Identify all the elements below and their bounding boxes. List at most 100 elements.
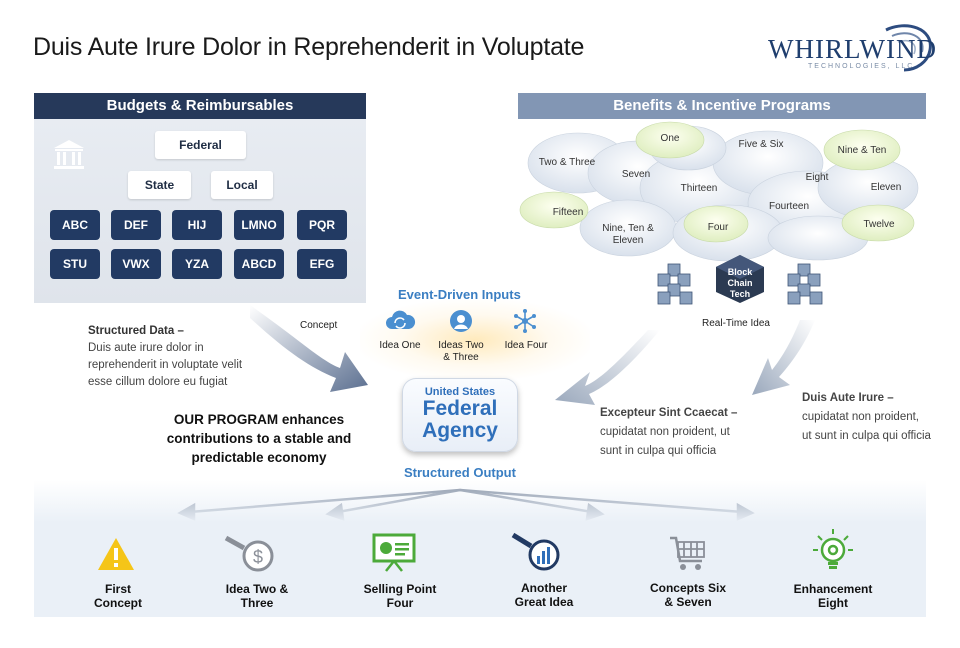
chip-efg: EFG	[297, 249, 347, 279]
idea-one-label: Idea One	[379, 340, 421, 351]
excepteur-line1: cupidatat non proident, ut	[600, 426, 730, 438]
bottom-fade	[34, 480, 926, 523]
program-line2: contributions to a stable and	[166, 431, 352, 446]
state-box: State	[128, 171, 191, 199]
structured-data-line1: Duis aute irure dolor in	[88, 342, 204, 354]
structured-data-line2: reprehenderit in voluptate velit	[88, 359, 243, 371]
cloud-thirteen: Thirteen	[680, 183, 718, 194]
bank-icon	[54, 140, 84, 169]
cart-icon	[670, 536, 705, 570]
bottom-item-2-line2: Three	[240, 596, 274, 610]
warning-icon	[98, 538, 134, 570]
bottom-item-3-line1: Selling Point	[363, 582, 437, 596]
cloud-cluster	[519, 121, 919, 262]
blockchain-label: Block Chain Tech	[715, 267, 765, 300]
company-logo: WHIRLWIND TECHNOLOGIES, LLC	[766, 16, 936, 76]
cloud-sync-icon	[386, 310, 416, 329]
excepteur-line2: sunt in culpa qui officia	[600, 445, 717, 457]
excepteur-heading: Excepteur Sint Ccaecat –	[600, 407, 738, 419]
program-statement: OUR PROGRAM enhances contributions to a …	[150, 410, 368, 467]
structured-output-title: Structured Output	[404, 465, 516, 480]
event-driven-inputs-title: Event-Driven Inputs	[398, 287, 521, 302]
cube-cluster-left-icon	[657, 263, 693, 305]
lightbulb-gear-icon	[813, 529, 853, 569]
blockchain-cube-icon	[716, 255, 764, 303]
chip-def: DEF	[111, 210, 161, 240]
structured-data-heading: Structured Data –	[88, 325, 184, 337]
person-idea-icon	[450, 310, 472, 332]
cloud-seven: Seven	[621, 169, 651, 180]
concept-label: Concept	[300, 320, 338, 331]
ideas-two-three-label: Ideas Two & Three	[434, 340, 488, 364]
cube-cluster-right-icon	[787, 263, 823, 305]
excepteur-text: Excepteur Sint Ccaecat – cupidatat non p…	[600, 404, 737, 461]
benefits-header: Benefits & Incentive Programs	[518, 93, 926, 119]
cloud-twelve: Twelve	[863, 219, 895, 230]
cloud-eight: Eight	[805, 172, 829, 183]
cloud-five-six: Five & Six	[738, 139, 784, 150]
svg-text:$: $	[253, 547, 263, 567]
bottom-item-5-line2: & Seven	[664, 595, 712, 609]
agency-line2: Federal	[422, 397, 498, 420]
blockchain-line2: Chain	[727, 278, 753, 288]
chip-vwx: VWX	[111, 249, 161, 279]
blockchain-line1: Block	[727, 267, 753, 277]
bottom-item-5-line1: Concepts Six	[649, 581, 727, 595]
bottom-item-2-line1: Idea Two &	[225, 582, 289, 596]
page-title: Duis Aute Irure Dolor in Reprehenderit i…	[33, 33, 585, 61]
bottom-item-3-line2: Four	[386, 596, 414, 610]
budgets-header: Budgets & Reimbursables	[34, 93, 366, 119]
cloud-fourteen: Fourteen	[768, 201, 810, 212]
bottom-item-5: Concepts Six & Seven	[628, 581, 748, 609]
chip-hij: HIJ	[172, 210, 222, 240]
idea-four-label: Idea Four	[504, 340, 548, 351]
bottom-item-4: Another Great Idea	[484, 581, 604, 609]
duis-line2: ut sunt in culpa qui officia	[802, 430, 931, 442]
chip-lmno: LMNO	[234, 210, 284, 240]
cloud-fifteen: Fifteen	[552, 207, 584, 218]
federal-agency-badge: United States Federal Agency	[402, 378, 518, 452]
bottom-item-6-line2: Eight	[818, 596, 848, 610]
local-box: Local	[211, 171, 273, 199]
bottom-item-6-line1: Enhancement	[793, 582, 873, 596]
bottom-item-1-line1: First	[104, 582, 131, 596]
dollar-search-icon: $	[224, 535, 274, 572]
ideas-two-line2: & Three	[443, 352, 479, 363]
bottom-item-1-line2: Concept	[94, 596, 142, 610]
presentation-icon	[372, 533, 416, 572]
structured-data-text: Structured Data – Duis aute irure dolor …	[88, 323, 242, 391]
cloud-eleven: Eleven	[870, 182, 902, 193]
bottom-item-2: Idea Two & Three	[197, 582, 317, 610]
swirl-icon	[885, 24, 932, 72]
cloud-nine-ten-eleven-line1: Nine, Ten &	[602, 223, 654, 234]
bottom-item-1: First Concept	[58, 582, 178, 610]
agency-line1: United States	[424, 386, 496, 398]
logo-wordmark: WHIRLWIND	[768, 34, 937, 64]
cloud-four: Four	[707, 222, 729, 233]
federal-box: Federal	[155, 131, 246, 159]
structured-data-line3: esse cillum dolore eu fugiat	[88, 376, 228, 388]
ideas-two-line1: Ideas Two	[438, 340, 484, 351]
chip-pqr: PQR	[297, 210, 347, 240]
bottom-item-3: Selling Point Four	[340, 582, 460, 610]
program-line1: OUR PROGRAM enhances	[173, 412, 345, 427]
bottom-item-4-line2: Great Idea	[514, 595, 574, 609]
cloud-two-three: Two & Three	[538, 157, 596, 168]
cloud-nine-ten-eleven: Nine, Ten & Eleven	[596, 223, 660, 247]
chip-yza: YZA	[172, 249, 222, 279]
cloud-nine-ten: Nine & Ten	[837, 145, 887, 156]
agency-line3: Agency	[422, 419, 498, 442]
network-icon	[514, 309, 536, 333]
duis-heading: Duis Aute Irure –	[802, 392, 894, 404]
chip-abc: ABC	[50, 210, 100, 240]
realtime-idea-label: Real-Time Idea	[702, 318, 770, 329]
logo-subtitle: TECHNOLOGIES, LLC	[808, 63, 915, 70]
cloud-nine-ten-eleven-line2: Eleven	[612, 235, 644, 246]
concepts-strip	[34, 523, 926, 617]
chip-stu: STU	[50, 249, 100, 279]
program-line3: predictable economy	[191, 450, 327, 465]
cloud-one: One	[660, 133, 680, 144]
bottom-item-4-line1: Another	[521, 581, 567, 595]
chip-abcd: ABCD	[234, 249, 284, 279]
bottom-item-6: Enhancement Eight	[773, 582, 893, 610]
